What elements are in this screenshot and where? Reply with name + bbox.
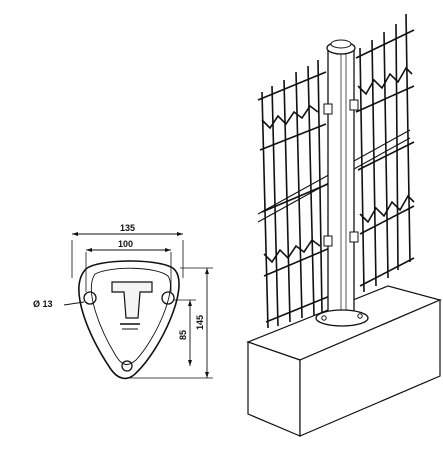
post-clip-1 <box>323 103 333 115</box>
block-side <box>299 299 441 437</box>
base-bolt-2 <box>357 313 363 319</box>
post-clip-2 <box>349 99 359 111</box>
arrow-100-left <box>86 248 92 252</box>
hole-bottom <box>121 360 133 372</box>
dim-135-label: 135 <box>120 223 135 233</box>
arrow-85-bottom <box>188 360 192 366</box>
arrow-145-top <box>205 268 209 274</box>
dim-hole-leader <box>63 301 85 306</box>
hole-left <box>83 291 97 305</box>
arrow-145-bottom <box>205 372 209 378</box>
arrow-135-left <box>72 232 78 236</box>
post-base-plate <box>315 309 369 327</box>
base-bolt-1 <box>321 315 327 321</box>
base-plate-drawing <box>63 233 213 380</box>
plate-inner-contour <box>90 267 171 365</box>
arrow-85-top <box>188 300 192 306</box>
post-section <box>111 281 153 319</box>
arrow-100-right <box>165 248 171 252</box>
fence-illustration <box>246 13 442 437</box>
post-clip-3 <box>323 235 333 247</box>
dimension-arrows <box>72 232 209 378</box>
plate-outline <box>78 260 180 380</box>
dim-85-label: 85 <box>178 330 188 340</box>
dim-100-label: 100 <box>118 239 133 249</box>
post-clip-4 <box>349 231 359 243</box>
arrow-135-right <box>177 232 183 236</box>
post <box>323 39 359 317</box>
base-plate-ellipse <box>315 309 369 327</box>
dim-hole-label: Ø 13 <box>33 299 53 309</box>
dim-145-label: 145 <box>195 315 205 330</box>
mesh-panel-right <box>355 13 415 293</box>
post-cap-top <box>330 39 352 49</box>
hole-right <box>161 291 175 305</box>
concrete-block <box>246 285 442 437</box>
